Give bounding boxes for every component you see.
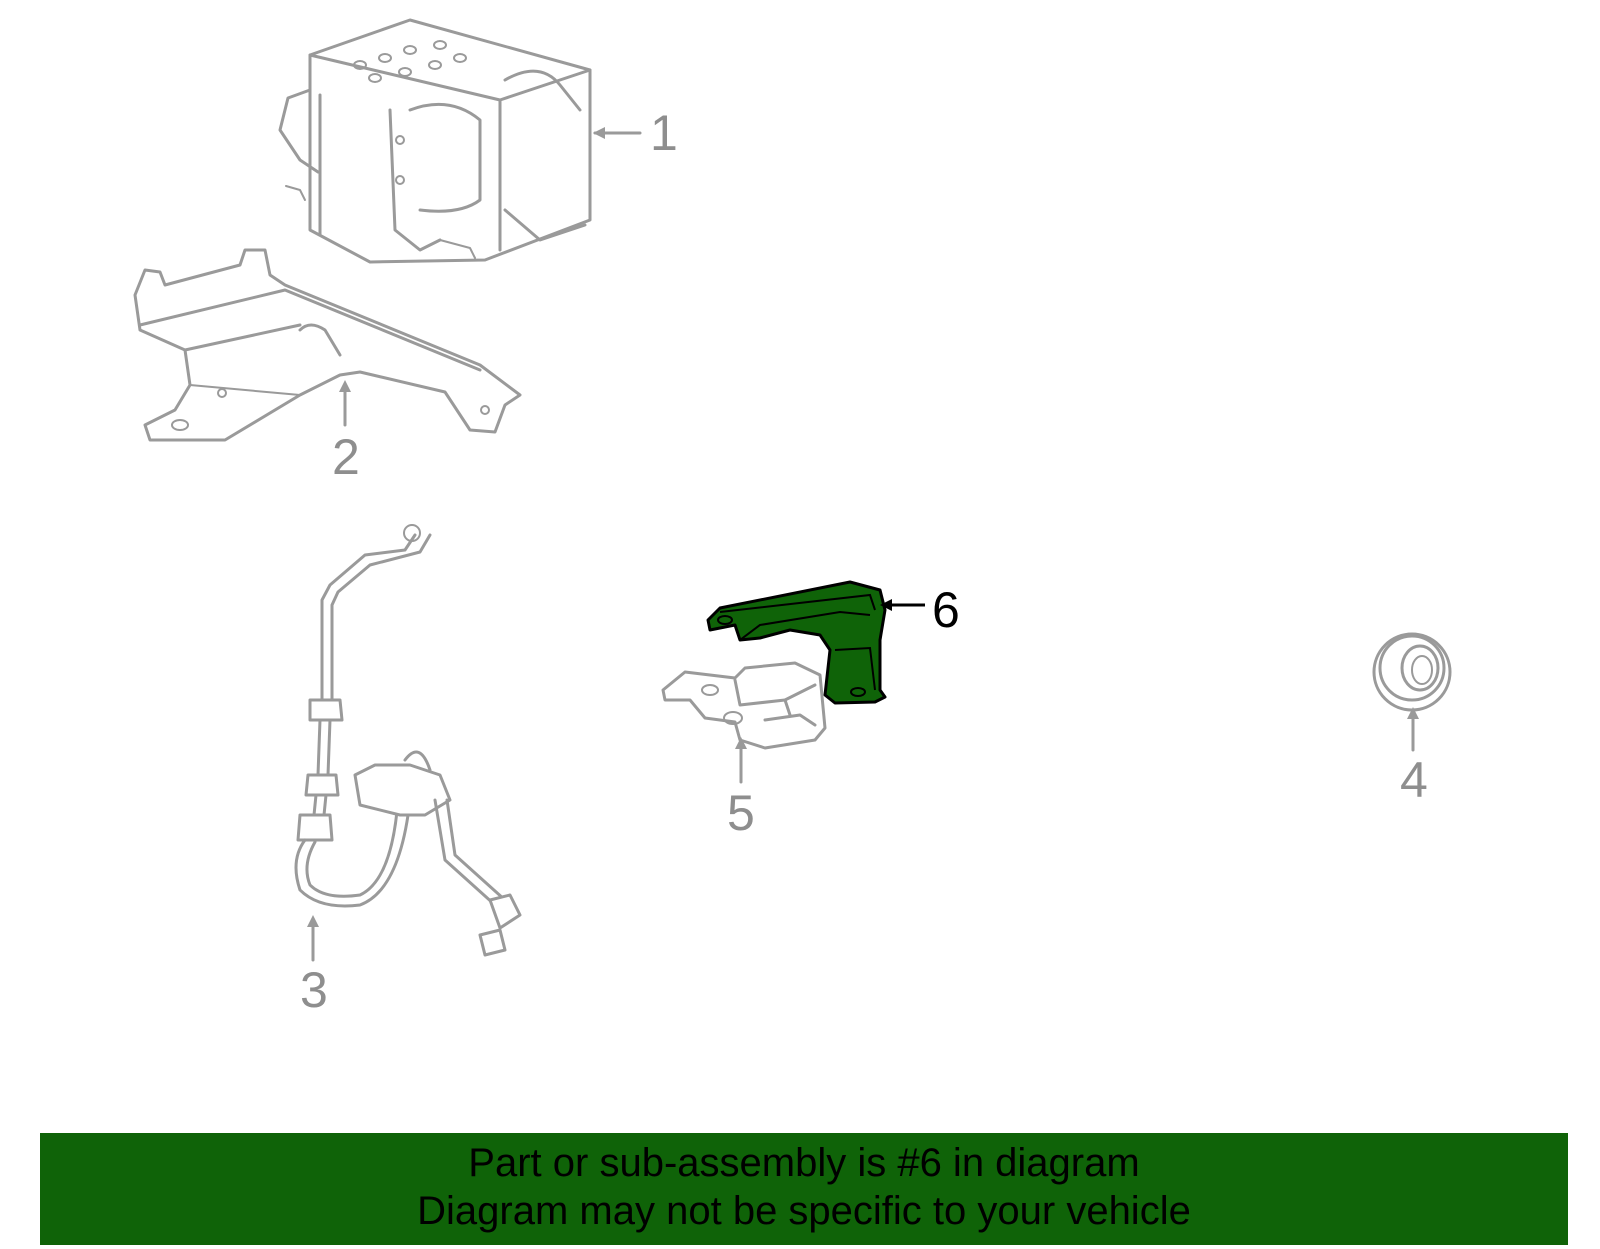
part-5-sensor xyxy=(661,661,827,750)
callout-6-leader xyxy=(880,599,925,611)
part-4-tone-ring xyxy=(1372,632,1452,712)
part-2-mounting-bracket xyxy=(133,248,522,442)
callout-5: 5 xyxy=(727,785,755,841)
callout-1: 1 xyxy=(650,105,678,161)
callout-2-leader xyxy=(339,380,351,427)
callout-4: 4 xyxy=(1400,752,1428,808)
part-3-wheel-speed-sensor xyxy=(294,524,522,957)
callout-2: 2 xyxy=(332,429,360,485)
callout-4-leader xyxy=(1407,707,1419,752)
part-6-sensor-bracket xyxy=(706,580,887,705)
callout-6: 6 xyxy=(932,582,960,638)
callout-3-leader xyxy=(307,915,319,962)
callout-1-leader xyxy=(593,127,642,139)
banner-line-2: Diagram may not be specific to your vehi… xyxy=(417,1189,1191,1233)
banner-line-1: Part or sub-assembly is #6 in diagram xyxy=(468,1141,1140,1185)
callout-3: 3 xyxy=(300,962,328,1018)
info-banner: Part or sub-assembly is #6 in diagram Di… xyxy=(40,1133,1568,1245)
callout-5-leader xyxy=(735,737,747,784)
part-1-abs-modulator xyxy=(278,18,592,264)
